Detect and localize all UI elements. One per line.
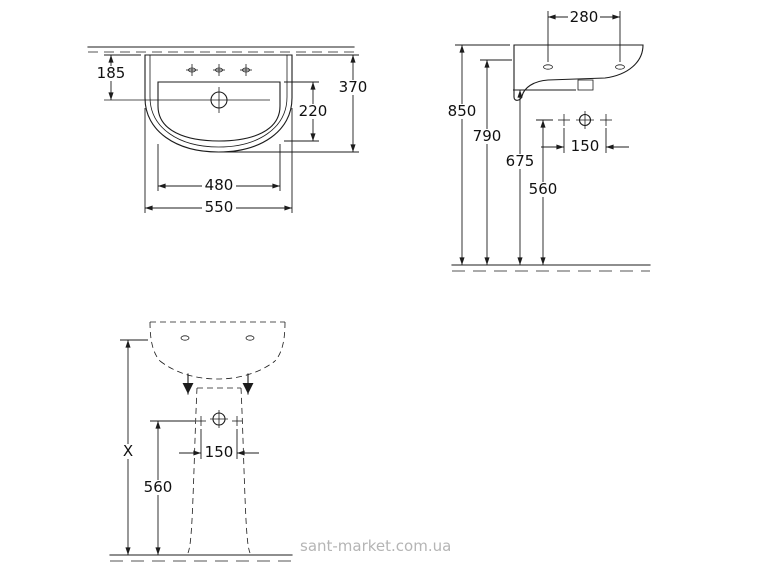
dim-total-width: 550 — [144, 108, 293, 216]
dim-height-x: X — [119, 339, 148, 555]
basin-outline — [144, 54, 293, 153]
dim-label-550: 550 — [205, 198, 234, 216]
dim-height-bolts-front: 560 — [142, 420, 195, 555]
side-hole-marks — [543, 64, 625, 70]
side-view: 280 850 790 675 560 — [446, 8, 651, 272]
dim-bowl-width: 480 — [157, 144, 281, 194]
floor-line-side — [451, 264, 651, 272]
front-view: 150 X 560 — [109, 321, 293, 562]
wall-hatch — [87, 46, 355, 53]
floor-line-front — [109, 554, 293, 562]
dim-height-drain: 675 — [504, 89, 576, 265]
dim-label-x: X — [123, 442, 133, 460]
dim-label-790: 790 — [473, 127, 502, 145]
drain-stub — [577, 79, 594, 91]
top-view: 185 370 220 480 550 — [87, 46, 368, 216]
dim-label-560-front: 560 — [144, 478, 173, 496]
dim-bowl-depth: 220 — [284, 81, 328, 142]
basin-front-dashed — [149, 321, 286, 380]
dim-label-280: 280 — [570, 8, 599, 26]
pedestal-hole-marks — [196, 410, 242, 428]
dim-height-bolts: 560 — [527, 119, 559, 265]
dim-total-depth: 370 — [222, 54, 368, 153]
dim-bolt-spacing-side: 150 — [541, 128, 629, 155]
dim-label-480: 480 — [205, 176, 234, 194]
assembly-arrows — [182, 373, 254, 395]
dim-label-185: 185 — [97, 64, 126, 82]
dim-height-total: 850 — [446, 44, 510, 265]
dim-hole-spacing: 280 — [547, 8, 621, 62]
dim-depth-to-drain: 185 — [96, 54, 141, 100]
dim-label-220: 220 — [299, 102, 328, 120]
dim-height-rim: 790 — [471, 59, 512, 265]
dim-label-560-side: 560 — [529, 180, 558, 198]
bolt-hole-marks — [558, 111, 612, 129]
bowl-outline — [157, 81, 281, 142]
faucet-hole-marks — [186, 64, 252, 76]
dim-label-850: 850 — [448, 102, 477, 120]
dim-bolt-spacing-front: 150 — [179, 429, 259, 461]
dim-label-675: 675 — [506, 152, 535, 170]
pedestal-dashed — [187, 387, 251, 554]
basin-side-profile — [513, 44, 644, 101]
watermark-text: sant-market.com.ua — [300, 537, 451, 555]
dim-label-370: 370 — [339, 78, 368, 96]
dim-label-150-side: 150 — [571, 137, 600, 155]
drain-mark — [104, 87, 270, 113]
basin-rim — [149, 55, 288, 148]
dim-label-150-front: 150 — [205, 443, 234, 461]
